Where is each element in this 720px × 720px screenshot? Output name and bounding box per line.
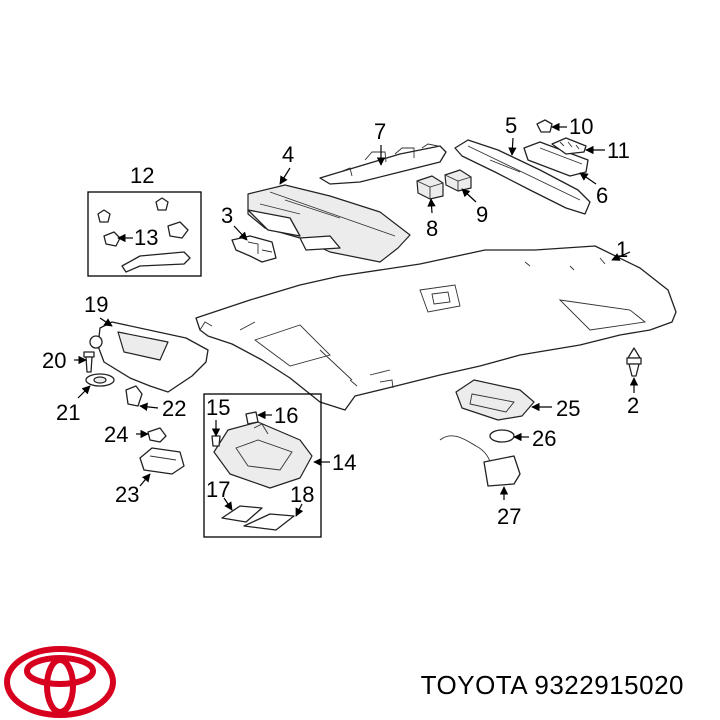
map-lamp-part <box>213 421 313 489</box>
clip-bracket-part <box>231 235 277 263</box>
lens-17-part <box>221 505 263 523</box>
visor-holder-21-part <box>85 373 115 387</box>
clip-10-part <box>536 119 553 133</box>
screw-15-part <box>211 435 221 447</box>
foam-pad-8-part <box>416 175 444 200</box>
harness-27-part <box>439 435 521 487</box>
sun-visor-part <box>89 321 209 393</box>
callout-8: 8 <box>426 216 438 241</box>
roof-pad-part <box>247 184 411 263</box>
push-pin-part <box>626 347 642 377</box>
toyota-logo <box>4 646 116 718</box>
callout-18: 18 <box>290 482 314 507</box>
lens-18-part <box>243 513 295 531</box>
roof-reinforcement-part <box>454 139 591 215</box>
callout-7: 7 <box>374 119 386 144</box>
callout-21: 21 <box>56 400 80 425</box>
vanity-lamp-23-part <box>139 447 185 475</box>
callout-3: 3 <box>221 203 233 228</box>
clip-16-part <box>245 411 259 425</box>
room-lamp-25-part <box>455 379 535 421</box>
leader-lines <box>74 122 639 517</box>
callout-22: 22 <box>162 396 186 421</box>
callout-19: 19 <box>84 292 108 317</box>
brand-name: TOYOTA <box>420 670 527 700</box>
callout-24: 24 <box>104 422 128 447</box>
callout-2: 2 <box>627 393 639 418</box>
callout-15: 15 <box>206 395 230 420</box>
callout-20: 20 <box>42 348 66 373</box>
callout-9: 9 <box>476 202 488 227</box>
callout-27: 27 <box>497 504 521 529</box>
bracket-11-part <box>551 137 587 155</box>
screw-20-part <box>83 351 95 373</box>
part-caption: TOYOTA 9322915020 <box>421 670 684 701</box>
visor-clip-22-part <box>125 385 143 407</box>
callout-23: 23 <box>115 482 139 507</box>
callout-16: 16 <box>274 403 298 428</box>
headliner-panel <box>195 245 677 411</box>
callout-12: 12 <box>130 163 154 188</box>
callout-10: 10 <box>569 114 593 139</box>
bulb-26-part <box>489 429 515 443</box>
bulb-24-part <box>147 427 167 443</box>
callout-1: 1 <box>616 237 628 262</box>
callout-11: 11 <box>607 138 630 163</box>
callout-6: 6 <box>596 183 608 208</box>
callout-14: 14 <box>332 450 356 475</box>
foam-pad-9-part <box>444 169 472 192</box>
callout-numbers: 1 2 3 4 5 6 7 8 9 10 11 12 13 14 15 16 1… <box>42 113 639 529</box>
callout-17: 17 <box>206 477 230 502</box>
callout-4: 4 <box>282 142 294 167</box>
callout-26: 26 <box>532 426 556 451</box>
callout-box-12 <box>87 191 202 277</box>
strip-6-part <box>523 141 589 177</box>
callout-13: 13 <box>134 225 158 250</box>
callout-25: 25 <box>556 396 580 421</box>
part-number: 9322915020 <box>534 670 684 700</box>
callout-5: 5 <box>505 113 517 138</box>
